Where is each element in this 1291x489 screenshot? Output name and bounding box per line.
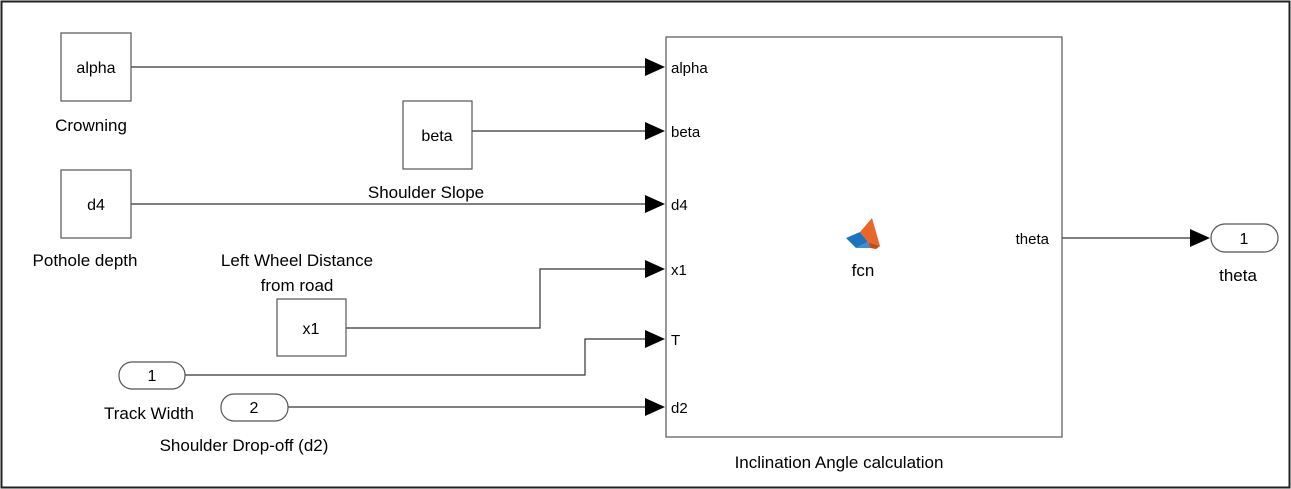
block-label-pothole-depth: Pothole depth	[33, 251, 138, 270]
inport-number-2: 2	[250, 400, 259, 417]
inport-number-1: 1	[148, 368, 157, 385]
wire-x1[interactable]	[346, 268, 645, 329]
block-label-shoulder-slope: Shoulder Slope	[368, 183, 484, 202]
matlab-function-block[interactable]: alpha beta d4 x1 T d2 theta fcn	[665, 36, 1063, 438]
inport-track-width[interactable]: 1	[118, 361, 186, 390]
arrow-x1	[645, 260, 665, 278]
constant-block-alpha[interactable]: alpha	[60, 32, 132, 102]
constant-value-alpha: alpha	[76, 60, 115, 77]
constant-value-d4: d4	[87, 197, 105, 214]
fcn-input-alpha: alpha	[671, 60, 708, 77]
outport-number-1: 1	[1240, 231, 1249, 248]
arrow-beta	[645, 122, 665, 140]
arrow-d4	[645, 195, 665, 213]
fcn-input-d2: d2	[671, 400, 688, 417]
fcn-input-T: T	[671, 332, 680, 349]
fcn-input-x1: x1	[671, 262, 687, 279]
constant-value-beta: beta	[421, 128, 452, 145]
constant-value-x1: x1	[303, 321, 320, 338]
arrow-d2	[645, 398, 665, 416]
arrow-alpha	[645, 58, 665, 76]
matlab-logo-icon	[846, 218, 880, 249]
block-label-left-wheel-line2: from road	[261, 276, 334, 295]
wire-track-width[interactable]	[185, 338, 645, 376]
constant-block-d4[interactable]: d4	[60, 169, 132, 239]
constant-block-beta[interactable]: beta	[402, 100, 473, 170]
block-label-crowning: Crowning	[55, 116, 127, 135]
inport-label-shoulder-drop-off: Shoulder Drop-off (d2)	[160, 436, 329, 455]
fcn-block-label: Inclination Angle calculation	[735, 453, 944, 472]
outport-theta[interactable]: 1	[1210, 223, 1279, 253]
inport-shoulder-drop-off[interactable]: 2	[220, 393, 289, 422]
arrow-T	[645, 330, 665, 348]
arrow-theta	[1190, 229, 1210, 247]
inport-label-track-width: Track Width	[104, 404, 194, 423]
fcn-input-d4: d4	[671, 197, 688, 214]
fcn-name: fcn	[852, 261, 875, 280]
constant-block-x1[interactable]: x1	[276, 298, 347, 357]
block-label-left-wheel-line1: Left Wheel Distance	[221, 251, 373, 270]
fcn-output-theta: theta	[1016, 231, 1050, 248]
outport-label-theta: theta	[1219, 266, 1257, 285]
fcn-input-beta: beta	[671, 124, 701, 141]
